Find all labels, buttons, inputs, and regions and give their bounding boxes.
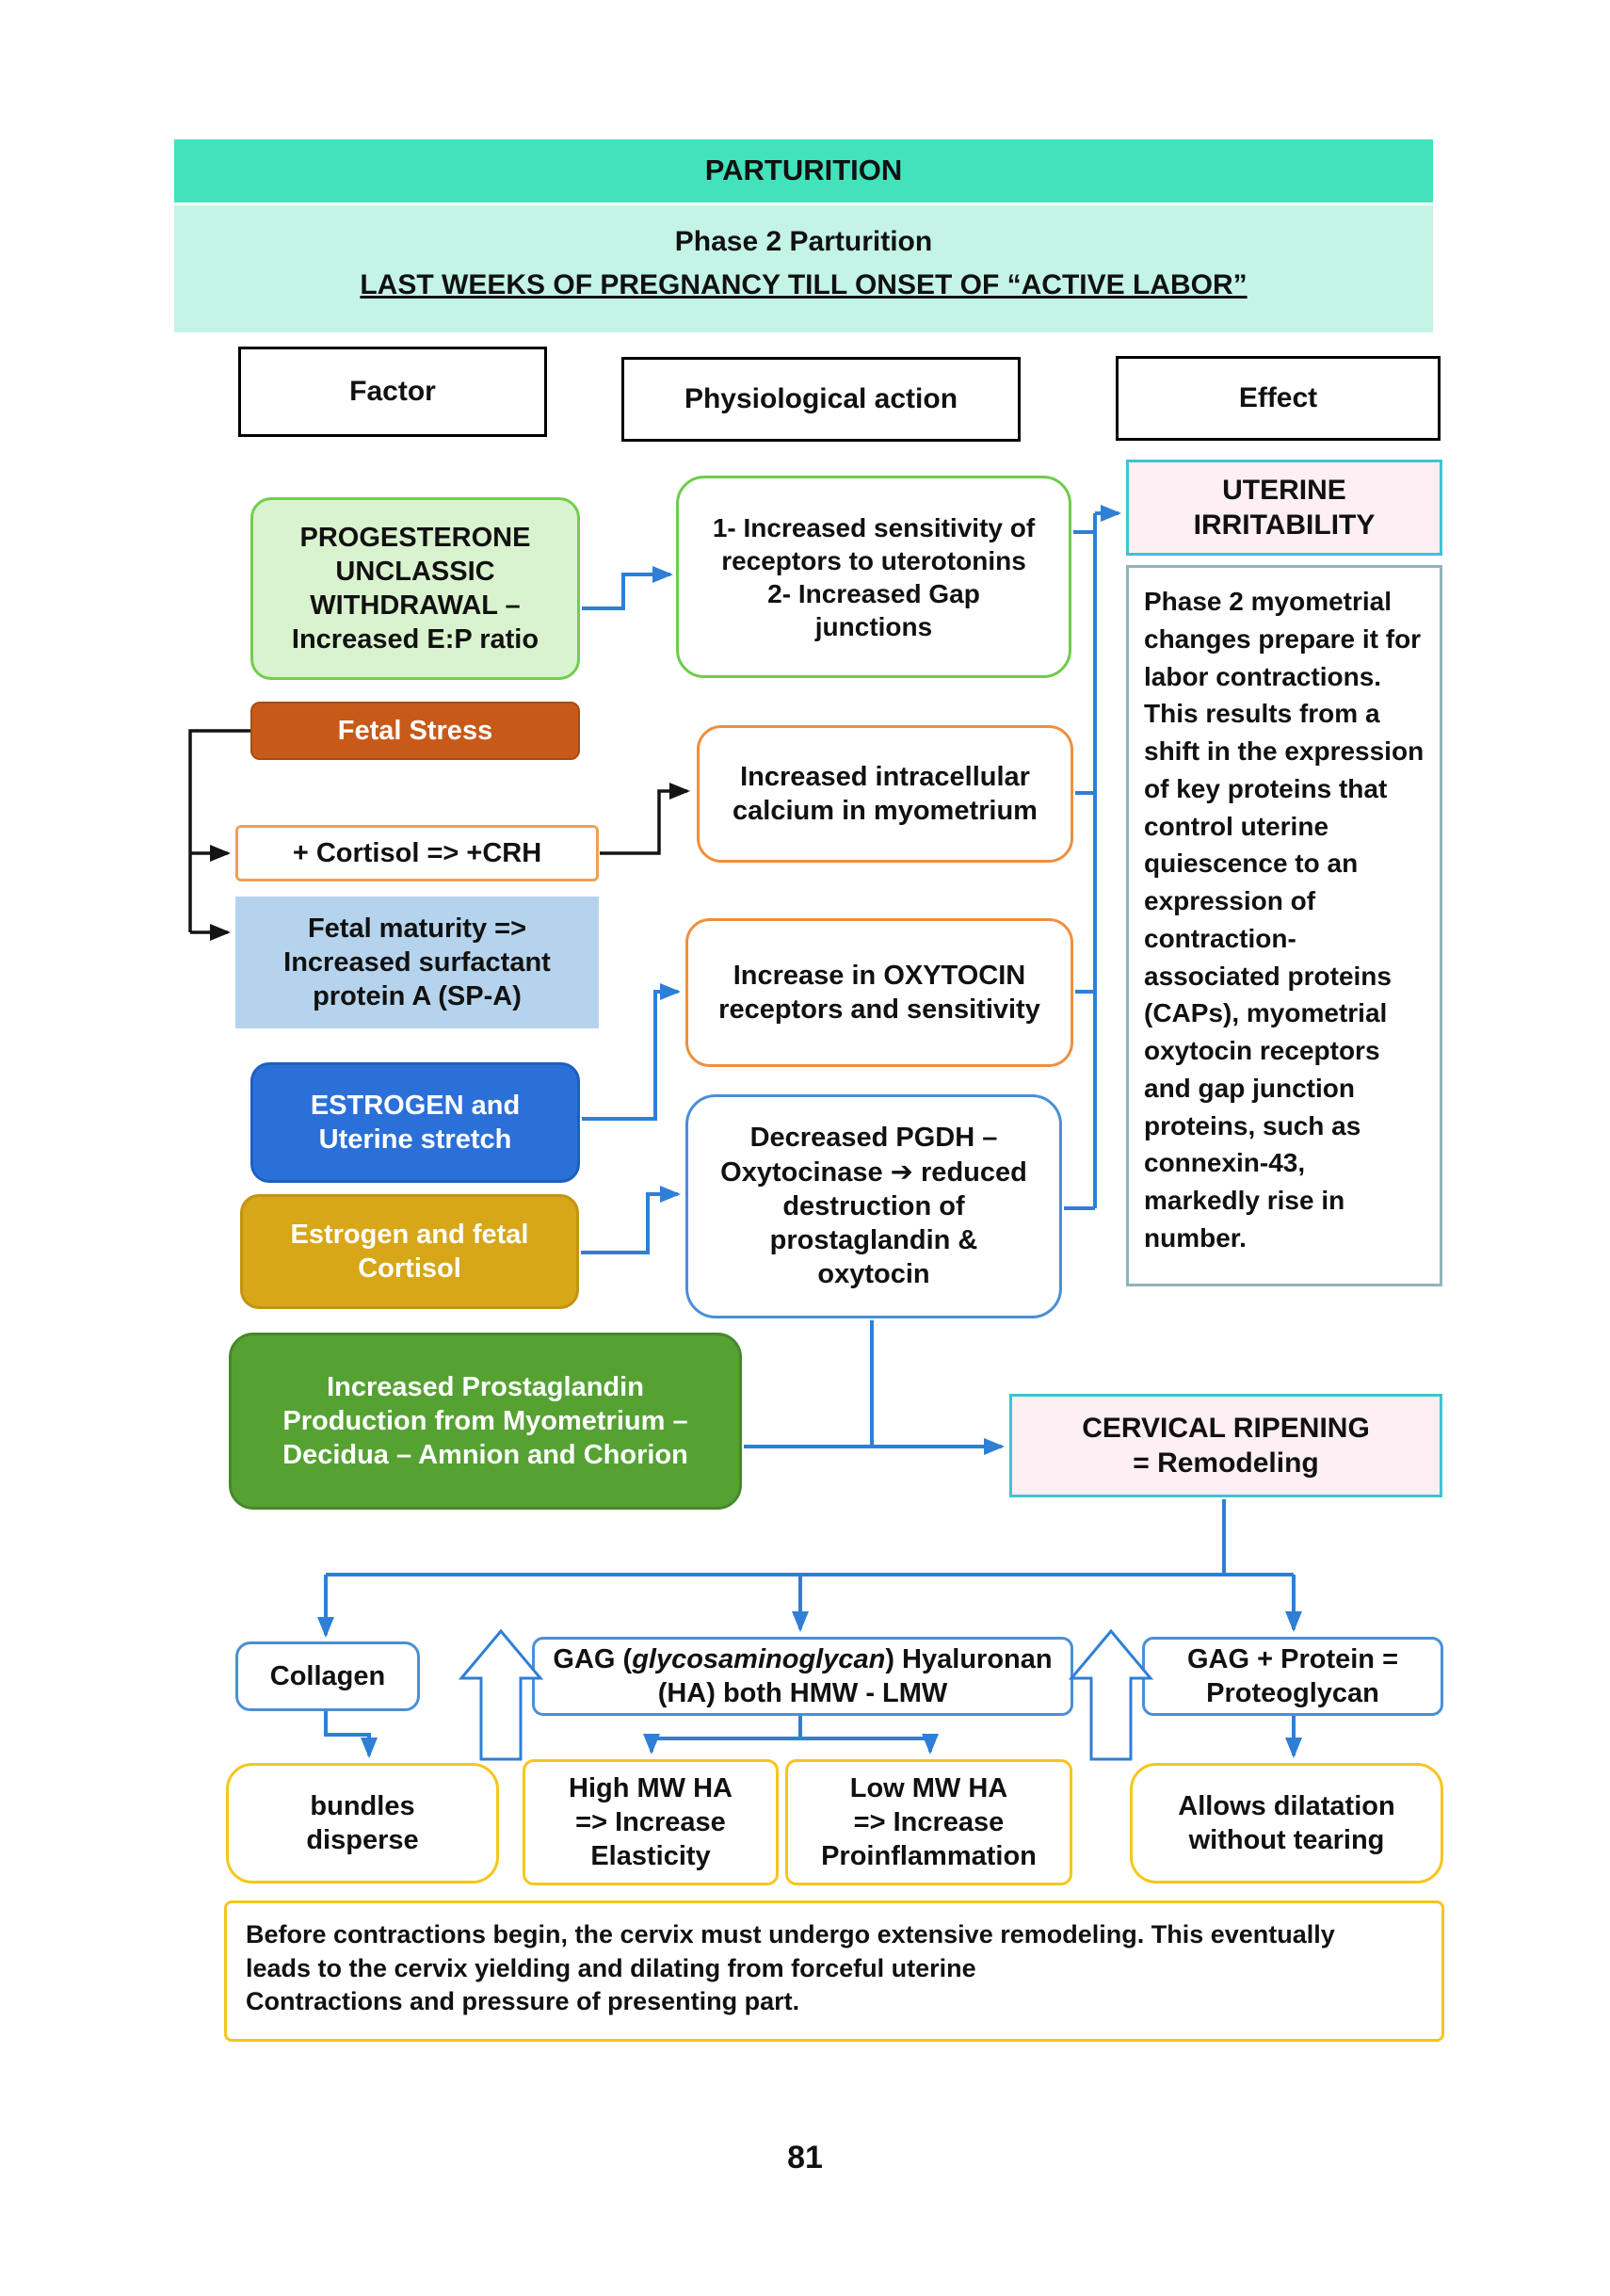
uterine-irritability-box: UTERINE IRRITABILITY — [1126, 460, 1442, 556]
pgdh-decrease-box: Decreased PGDH – Oxytocinase ➔ reduced d… — [685, 1094, 1062, 1318]
prostaglandin-production-box: Increased Prostaglandin Production from … — [229, 1333, 742, 1510]
receptor-sensitivity-box: 1- Increased sensitivity of receptors to… — [676, 476, 1071, 678]
estrogen-cortisol-box: Estrogen and fetal Cortisol — [240, 1194, 579, 1309]
phase-banner: Phase 2 Parturition LAST WEEKS OF PREGNA… — [174, 205, 1433, 332]
up-arrow-left-icon — [458, 1628, 544, 1761]
bundles-disperse-box: bundles disperse — [226, 1763, 499, 1884]
gag-hyaluronan-label: GAG (glycosaminoglycan) Hyaluronan (HA) … — [553, 1643, 1053, 1708]
up-arrow-right-icon — [1068, 1628, 1154, 1761]
cortisol-crh-box: + Cortisol => +CRH — [235, 825, 599, 881]
low-mw-ha-box: Low MW HA => Increase Proinflammation — [785, 1759, 1072, 1885]
myometrial-changes-note: Phase 2 myometrial changes prepare it fo… — [1126, 565, 1442, 1286]
cervix-remodeling-note: Before contractions begin, the cervix mu… — [224, 1900, 1444, 2042]
page-number: 81 — [787, 2140, 823, 2175]
progesterone-withdrawal-box: PROGESTERONE UNCLASSIC WITHDRAWAL – Incr… — [250, 497, 580, 680]
phase-title: Phase 2 Parturition — [674, 226, 933, 257]
parturition-banner: PARTURITION — [174, 139, 1433, 202]
estrogen-stretch-box: ESTROGEN and Uterine stretch — [250, 1062, 580, 1183]
column-header-factor: Factor — [238, 347, 547, 437]
fetal-stress-box: Fetal Stress — [250, 702, 580, 760]
column-header-effect: Effect — [1116, 356, 1441, 441]
intracellular-calcium-box: Increased intracellular calcium in myome… — [697, 725, 1073, 863]
gag-hyaluronan-box: GAG (glycosaminoglycan) Hyaluronan (HA) … — [532, 1637, 1073, 1716]
fetal-maturity-box: Fetal maturity => Increased surfactant p… — [235, 897, 599, 1028]
oxytocin-receptors-box: Increase in OXYTOCIN receptors and sensi… — [685, 918, 1073, 1067]
gag-protein-box: GAG + Protein = Proteoglycan — [1142, 1637, 1443, 1716]
dilatation-box: Allows dilatation without tearing — [1130, 1763, 1443, 1884]
gag-italic-term: glycosaminoglycan — [632, 1643, 886, 1674]
column-header-action: Physiological action — [621, 357, 1021, 442]
collagen-box: Collagen — [235, 1641, 420, 1711]
high-mw-ha-box: High MW HA => Increase Elasticity — [523, 1759, 779, 1885]
phase-subtitle: LAST WEEKS OF PREGNANCY TILL ONSET OF “A… — [360, 268, 1248, 300]
cervical-ripening-box: CERVICAL RIPENING = Remodeling — [1009, 1394, 1442, 1497]
